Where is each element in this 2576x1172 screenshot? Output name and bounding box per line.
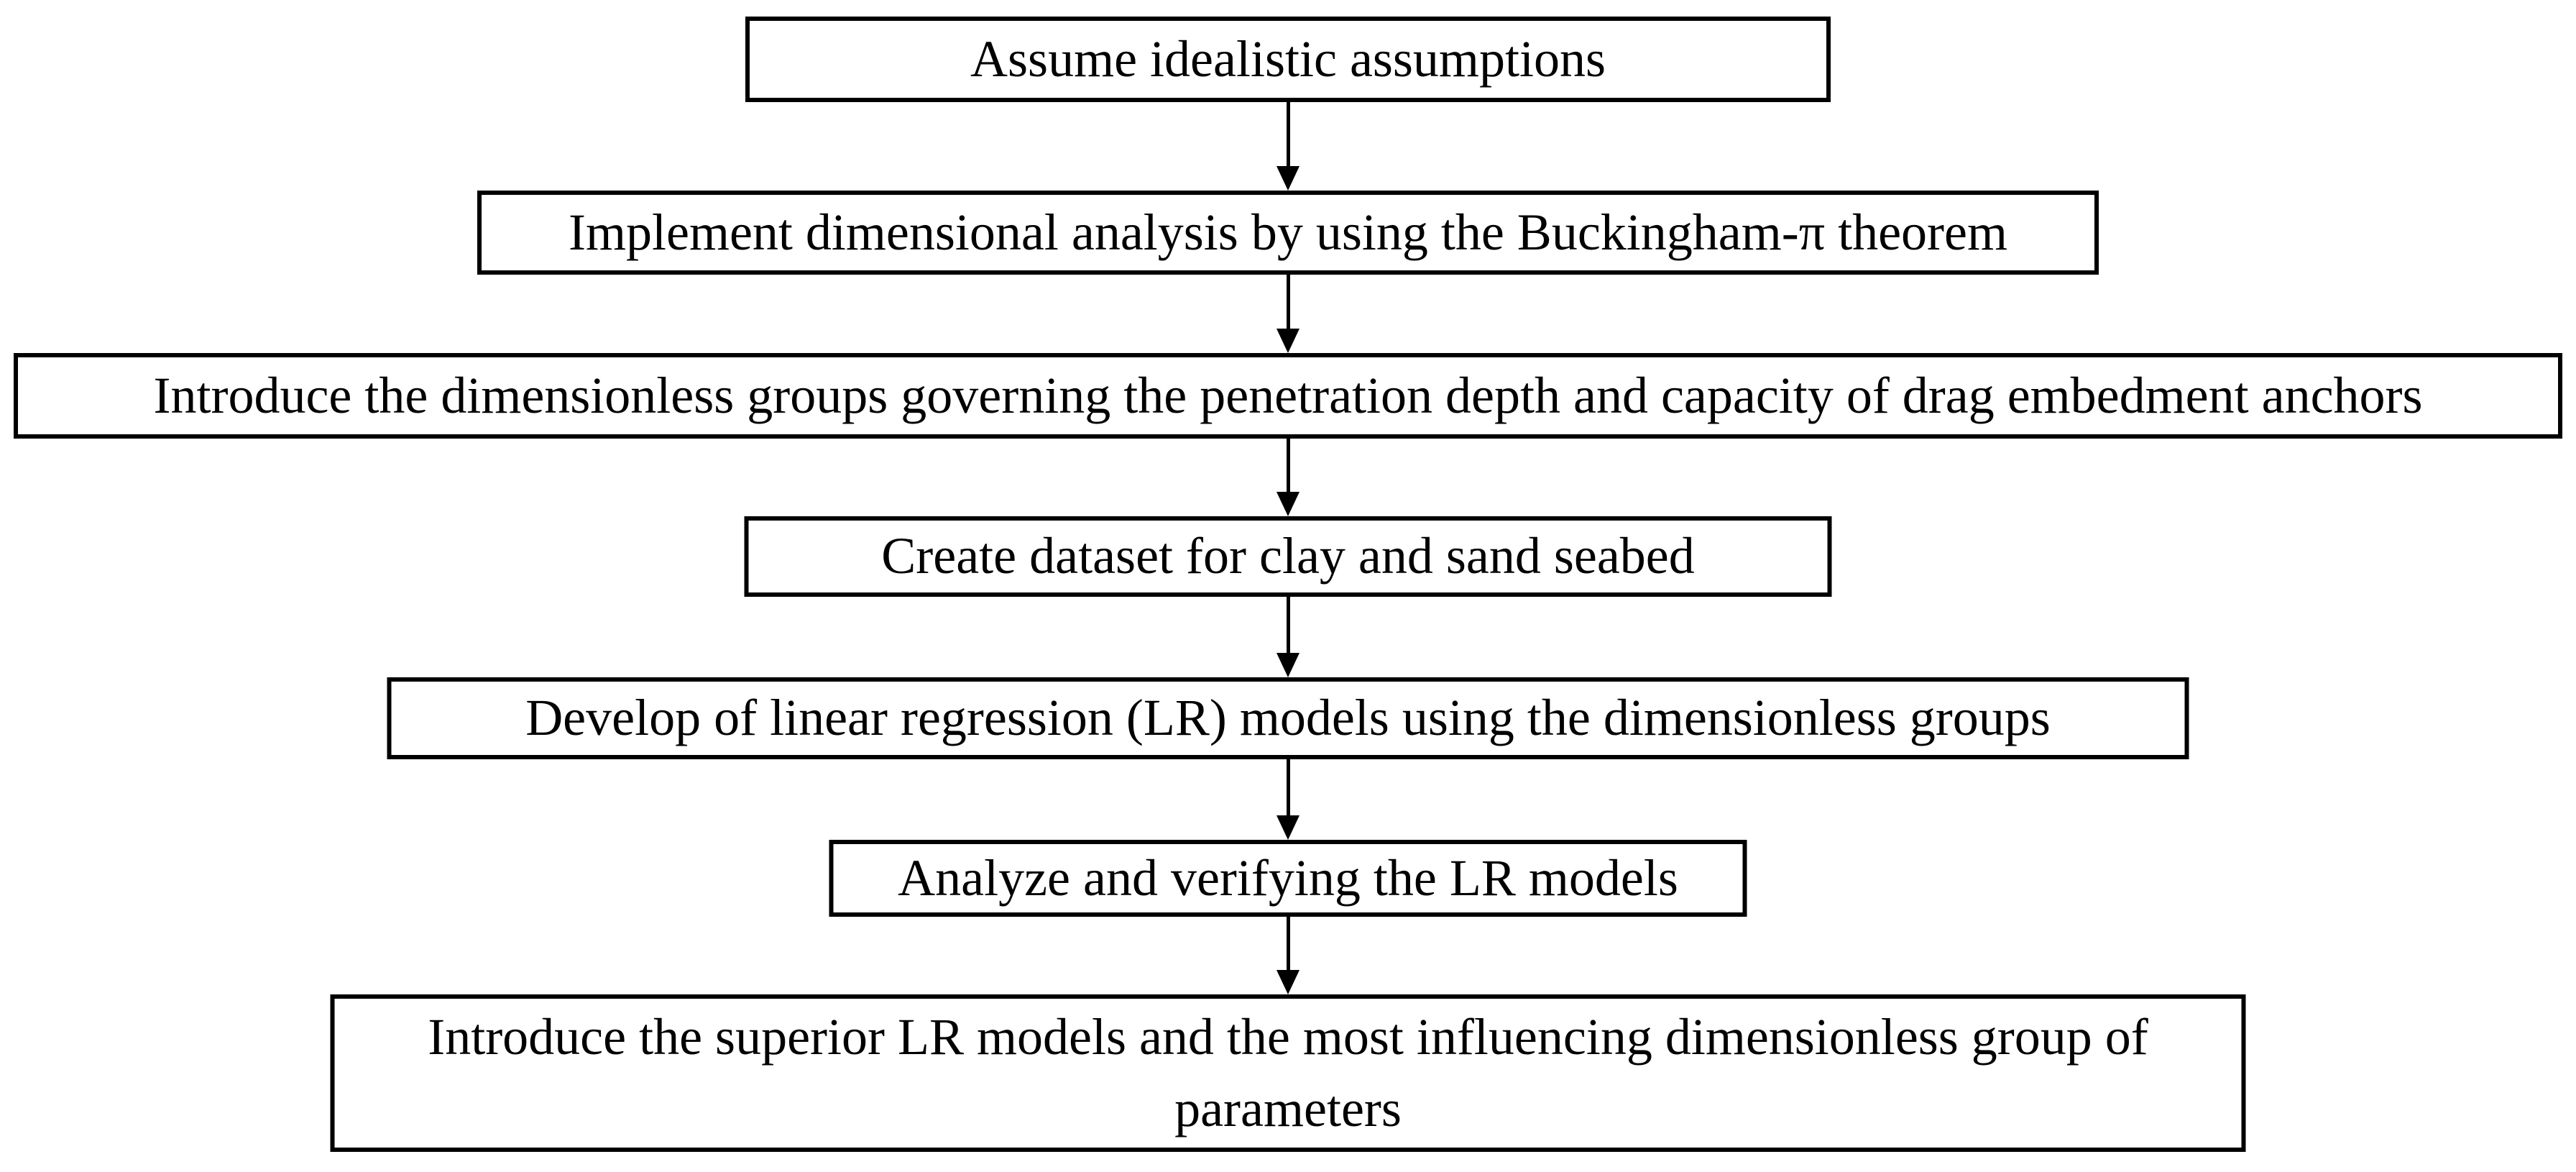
- flowchart-step: Develop of linear regression (LR) models…: [387, 677, 2189, 759]
- arrow-head: [1276, 653, 1300, 677]
- arrow-head: [1276, 166, 1300, 191]
- flow-arrow-down-icon: [1276, 439, 1300, 516]
- flow-arrow-down-icon: [1276, 759, 1300, 840]
- flow-arrow-down-icon: [1276, 102, 1300, 191]
- flowchart-step-label: Introduce the dimensionless groups gover…: [153, 366, 2423, 424]
- flowchart-step-label: Develop of linear regression (LR) models…: [525, 689, 2051, 747]
- flowchart-step-label: Analyze and verifying the LR models: [898, 848, 1678, 907]
- flowchart-step: Create dataset for clay and sand seabed: [744, 516, 1832, 597]
- flow-arrow-down-icon: [1276, 917, 1300, 994]
- arrow-head: [1276, 970, 1300, 994]
- flowchart-step: Analyze and verifying the LR models: [829, 840, 1747, 917]
- flowchart-step-label: Implement dimensional analysis by using …: [569, 203, 2007, 261]
- arrow-stem: [1286, 759, 1290, 815]
- flowchart-step: Introduce the dimensionless groups gover…: [14, 353, 2562, 439]
- flowchart-step: Introduce the superior LR models and the…: [330, 994, 2246, 1152]
- arrow-head: [1276, 492, 1300, 516]
- arrow-head: [1276, 329, 1300, 353]
- flowchart-step-label: Create dataset for clay and sand seabed: [881, 527, 1695, 585]
- flow-arrow-down-icon: [1276, 597, 1300, 677]
- arrow-stem: [1286, 275, 1290, 329]
- flowchart-step-label: Assume idealistic assumptions: [970, 29, 1606, 88]
- arrow-stem: [1286, 102, 1290, 166]
- flow-arrow-down-icon: [1276, 275, 1300, 353]
- arrow-stem: [1286, 439, 1290, 492]
- arrow-stem: [1286, 597, 1290, 653]
- arrow-stem: [1286, 917, 1290, 970]
- flowchart-step: Implement dimensional analysis by using …: [477, 191, 2099, 275]
- flowchart-step: Assume idealistic assumptions: [745, 17, 1831, 102]
- flowchart-step-label: Introduce the superior LR models and the…: [428, 1008, 2148, 1137]
- arrow-head: [1276, 815, 1300, 840]
